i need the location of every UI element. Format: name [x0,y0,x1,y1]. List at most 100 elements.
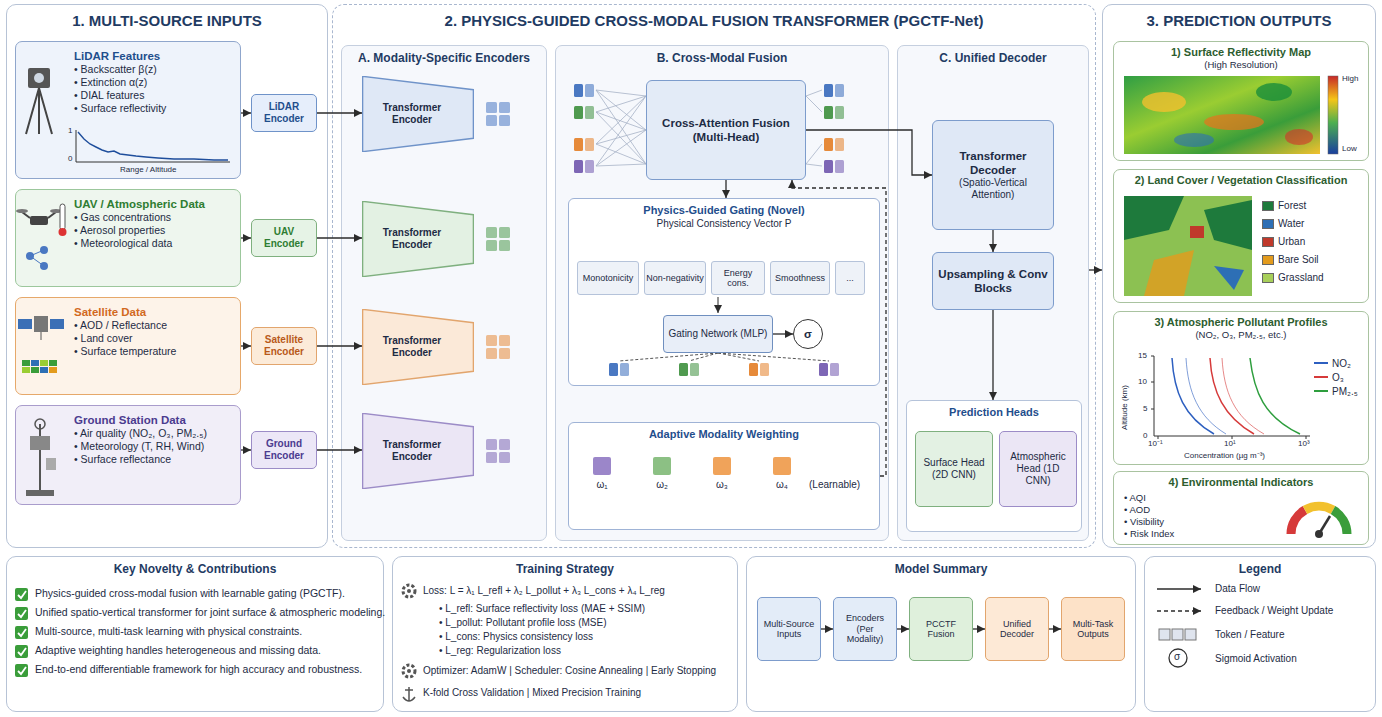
node-text: (NO₂, O₃, PM₂.₅, etc.) [1114,329,1368,340]
ellipse-shape [1204,114,1264,130]
node-text: Loss: L = λ₁ L_refl + λ₂ L_pollut + λ₃ L… [423,585,665,597]
node-text: • Meteorology (T, RH, Wind) [74,440,234,453]
use-shape [824,106,844,119]
node-text: • Air quality (NO₂, O₃, PM₂.₅) [74,427,234,440]
output-box: 4) Environmental Indicators• AQI• AOD• V… [1113,471,1369,545]
node-title: 3) Atmospheric Pollutant Profiles [1114,312,1368,329]
path-shape [403,687,415,701]
path-shape [1214,266,1244,290]
use-shape [824,160,844,173]
node-text: • AQI [1124,492,1146,504]
node-text: • Surface reflectance [74,453,234,466]
use-shape [574,106,594,119]
use-shape [679,363,699,376]
node-text: Multi-source, multi-task learning with p… [35,625,302,638]
node-text: • Surface temperature [74,345,234,358]
connector [1049,628,1061,629]
node-text: • Aerosol properties [74,224,234,237]
path-shape [1314,376,1328,378]
connector [806,130,932,175]
module-box: Physics-Guided Gating (Novel)Physical Co… [568,198,880,386]
axis-label: 10⁻¹ [1148,439,1163,449]
rect-shape [49,367,57,373]
use-shape [486,439,510,463]
subsection-panel: B. Cross-Modal FusionCross-Attention Fus… [555,45,889,541]
process-box: PCCTF Fusion [909,597,973,661]
axis-label: Concentration (µg m⁻³) [1184,451,1265,461]
process-box: Transformer Decoder(Spatio-Vertical Atte… [932,120,1054,230]
path-shape [1291,510,1305,534]
encoder-box: LiDAR Encoder [251,94,317,132]
polyline-shape [78,132,228,160]
axis-label: 0 [68,154,72,164]
node-text: (Learnable) [809,479,860,491]
node-title: B. Cross-Modal Fusion [556,46,888,65]
axis-label: Range / Altitude [120,165,176,175]
connector [773,333,793,334]
node-title: Multi-Task Outputs [1066,619,1120,640]
node-title: Encoders (Per Modality) [838,613,892,645]
encoder-trapezoid: Transformer Encoder [362,201,474,277]
path-shape [26,88,52,134]
node-text: (High Resolution) [1114,59,1368,70]
node-title: LiDAR Encoder [254,101,314,125]
node-title: Non-negativity [646,273,704,284]
node-text: • L_refl: Surface reflectivity loss (MAE… [439,603,645,615]
ellipse-shape [1174,133,1214,147]
encoder-trapezoid: Transformer Encoder [362,309,474,385]
connector [725,180,726,198]
node-text: • Backscatter β(z) [74,63,234,76]
node-title: Unified Decoder [990,619,1044,640]
path-shape [1204,200,1252,250]
node-title: ... [846,273,854,284]
axis-label: 10 [1138,377,1147,387]
legend-swatch [1262,237,1274,247]
process-box: Multi-Task Outputs [1061,597,1125,661]
subsection-panel: A. Modality-Specific EncodersTransformer… [341,45,547,541]
node-title: Key Novelty & Contributions [7,557,383,576]
use-shape [749,363,769,376]
rect-shape [15,645,28,658]
node-title: Upsampling & Conv Blocks [937,267,1049,295]
output-box: 1) Surface Reflectivity Map(High Resolut… [1113,41,1369,161]
node-title: Gating Network (MLP) [669,328,768,340]
legend-text: O₃ [1332,372,1344,384]
rect-shape [1124,196,1252,296]
path-shape [1333,510,1347,534]
legend-swatch [1262,255,1274,265]
process-box: Upsampling & Conv Blocks [932,252,1054,310]
rect-shape [15,664,28,677]
process-box: Cross-Attention Fusion (Multi-Head) [646,80,806,180]
axis-label: 15 [1138,351,1147,361]
rect-shape [31,367,39,373]
polygon-shape [363,201,474,276]
legend-swatch [1262,219,1274,229]
input-box: UAV / Atmospheric Data• Gas concentratio… [15,189,241,287]
axis-label: 10¹ [1224,439,1236,449]
rect-shape [18,319,32,329]
node-title: Energy cons. [713,268,763,289]
encoder-trapezoid: Transformer Encoder [362,413,474,489]
connector [241,345,251,346]
process-box: σ [793,319,823,349]
circle-shape [35,419,45,429]
circle-shape [407,589,411,593]
node-title: 3. PREDICTION OUTPUTS [1103,5,1375,29]
node-text: End-to-end differentiable framework for … [35,663,362,676]
legend-text: Data Flow [1215,583,1260,595]
path-shape [39,424,41,490]
connector [241,112,251,113]
circle-shape [407,669,411,673]
use-shape [486,102,510,126]
legend-text: Grassland [1278,272,1324,284]
rect-shape [22,360,30,366]
node-title: Legend [1145,557,1375,576]
node-title: Adaptive Modality Weighting [569,423,879,440]
process-box: Energy cons. [711,261,765,295]
process-box: Non-negativity [644,261,706,295]
input-box: LiDAR Features• Backscatter β(z)• Extinc… [15,41,241,179]
module-box: Adaptive Modality Weightingω₁ω₂ω₃ω₄(Lear… [568,422,880,530]
section-panel: Model SummaryMulti-Source InputsEncoders… [746,556,1136,712]
rect-shape [593,457,611,475]
input-box: Satellite Data• AOD / Reflectance• Land … [15,297,241,395]
